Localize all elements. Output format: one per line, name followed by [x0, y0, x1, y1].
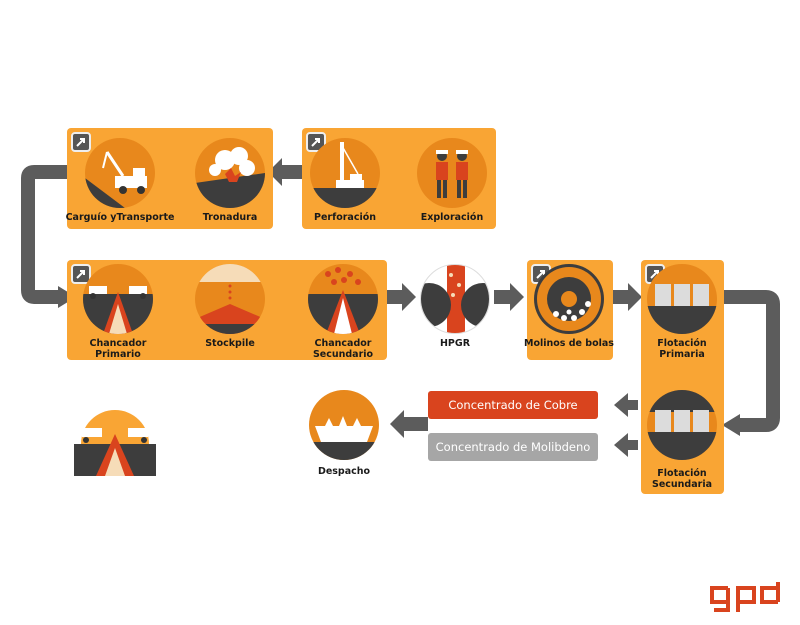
- drill-rig-icon: [310, 138, 380, 208]
- crusher-illustration: [74, 404, 156, 476]
- loop-arrow-right: [724, 290, 780, 432]
- hpgr-rollers-icon: [420, 264, 490, 334]
- stage-molinos[interactable]: Molinos de bolas: [514, 264, 624, 349]
- arrow-perforacion-tronadura: [268, 158, 302, 186]
- stage-stockpile[interactable]: Stockpile: [175, 264, 285, 349]
- external-link-icon[interactable]: [71, 132, 91, 152]
- gpd-logo: [708, 580, 792, 616]
- shovel-truck-icon: [85, 138, 155, 208]
- stage-exploracion[interactable]: Exploración: [397, 138, 507, 223]
- ship-icon: [309, 390, 379, 460]
- product-cobre[interactable]: Concentrado de Cobre: [428, 391, 598, 419]
- stage-label: Carguío yTransporte: [65, 212, 175, 223]
- loop-arrow-left: [21, 165, 68, 304]
- stage-label: Tronadura: [202, 212, 258, 223]
- stage-label: HPGR: [439, 338, 471, 349]
- arrow-to-despacho: [390, 410, 428, 438]
- stage-despacho[interactable]: Despacho: [289, 390, 399, 477]
- stockpile-icon: [195, 264, 265, 334]
- explosion-icon: [195, 138, 265, 208]
- stage-carguio[interactable]: Carguío yTransporte: [65, 138, 175, 223]
- stage-label: Perforación: [313, 212, 377, 223]
- crusher-icon: [74, 410, 156, 476]
- gpd-logo-icon: [710, 582, 780, 612]
- arrow-hpgr-molinos: [494, 283, 524, 311]
- arrow-chancador2-hpgr: [386, 283, 416, 311]
- stage-label: Stockpile: [205, 338, 255, 349]
- stage-tronadura[interactable]: Tronadura: [175, 138, 285, 223]
- external-link-icon[interactable]: [71, 264, 91, 284]
- arrow-to-molibdeno: [614, 433, 638, 457]
- ball-mill-icon: [534, 264, 604, 334]
- stage-label: Molinos de bolas: [524, 338, 614, 349]
- crusher-icon: [83, 264, 153, 334]
- flotation-cells-icon: [647, 390, 717, 460]
- arrow-molinos-flotacion: [612, 283, 642, 311]
- stage-label: Despacho: [317, 466, 371, 477]
- flotation-cells-icon: [647, 264, 717, 334]
- stage-hpgr[interactable]: HPGR: [400, 264, 510, 349]
- stage-perforacion[interactable]: Perforación: [290, 138, 400, 223]
- arrow-to-cobre: [614, 393, 638, 417]
- product-molibdeno[interactable]: Concentrado de Molibdeno: [428, 433, 598, 461]
- workers-icon: [417, 138, 487, 208]
- stage-label: Exploración: [420, 212, 484, 223]
- cone-crusher-icon: [308, 264, 378, 334]
